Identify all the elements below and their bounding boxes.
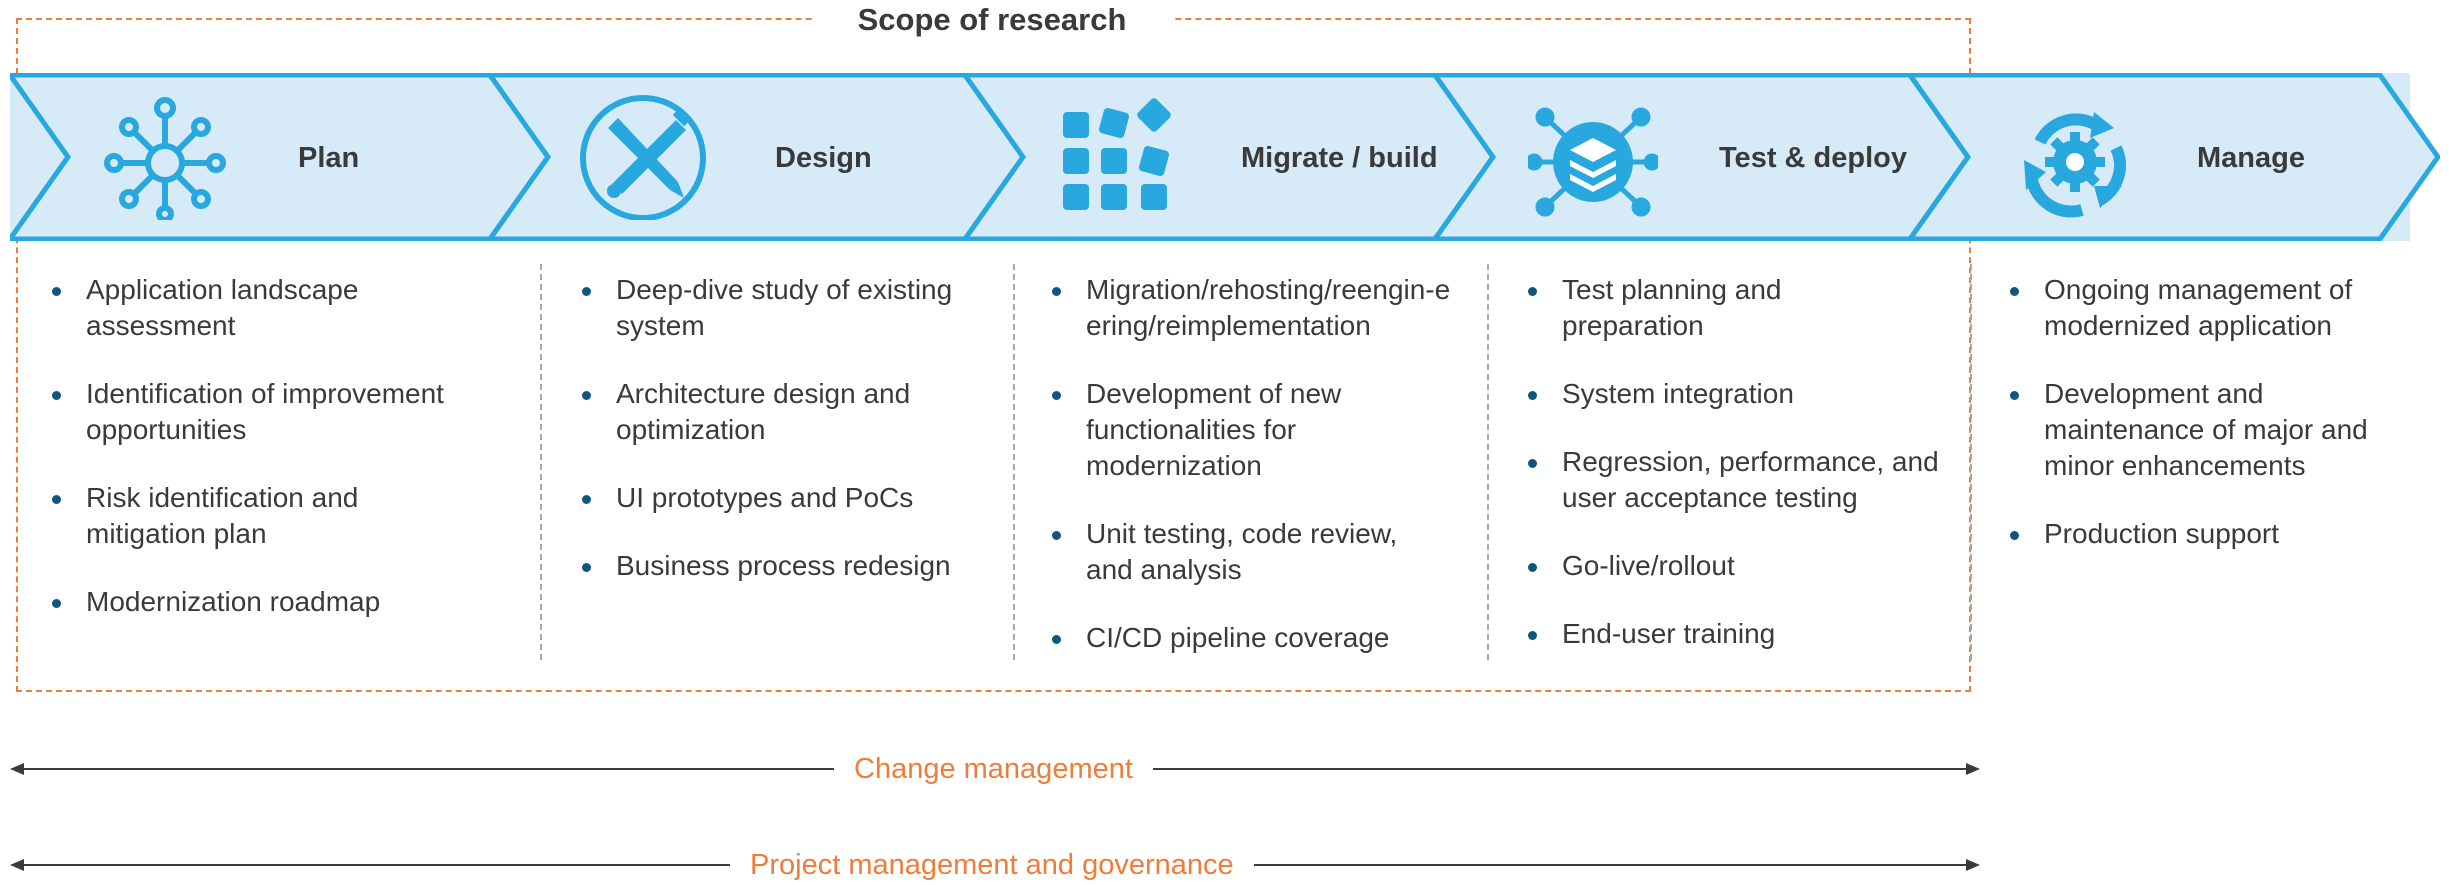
list-item: Go-live/rollout [1528,548,1948,584]
bullet-dot [1052,635,1061,644]
bullet-dot [582,495,591,504]
bullet-dot [2010,531,2019,540]
list-item: Development and maintenance of major and… [2010,376,2414,484]
bullet-dot [1528,287,1537,296]
bullet-dot [52,287,61,296]
list-item: Regression, performance, and user accept… [1528,444,1948,516]
test-deploy-activity-list: Test planning and preparation System int… [1528,272,1948,684]
bullet-dot [1052,531,1061,540]
list-item: Application landscape assessment [52,272,502,344]
gear-cycle-icon [2024,112,2126,218]
bullet-dot [582,391,591,400]
list-item: CI/CD pipeline coverage [1052,620,1462,656]
bullet-dot [1052,391,1061,400]
phase-chevron-band [10,73,2440,241]
list-item: Production support [2010,516,2410,552]
list-item: Deep-dive study of existing system [582,272,992,344]
list-item: Development of new functionalities for m… [1052,376,1386,484]
project-management-label: Project management and governance [730,845,1254,885]
bullet-dot [1528,459,1537,468]
list-item: System integration [1528,376,1948,412]
phase-label-test-deploy: Test & deploy [1719,142,1907,174]
bullet-dot [1528,563,1537,572]
phase-label-migrate-build: Migrate / build [1241,142,1438,174]
change-management-label: Change management [834,749,1153,789]
list-item: Risk identification and mitigation plan [52,480,366,552]
bullet-dot [1052,287,1061,296]
app-blocks-icon [1063,98,1171,210]
bullet-dot [1528,391,1537,400]
network-hub-icon [104,97,226,220]
list-item: Architecture design and optimization [582,376,992,448]
migrate-build-activity-list: Migration/rehosting/reengin-eering/reimp… [1052,272,1462,688]
list-item: Migration/rehosting/reengin-eering/reimp… [1052,272,1462,344]
phase-label-plan: Plan [298,142,360,174]
design-activity-list: Deep-dive study of existing system Archi… [582,272,992,616]
scope-title: Scope of research [812,0,1172,40]
pencil-brush-icon [580,95,706,220]
layers-network-icon [1528,107,1658,217]
list-item: Modernization roadmap [52,584,502,620]
column-divider [540,264,542,660]
phase-label-manage: Manage [2197,142,2305,174]
chevron-plan [10,73,552,241]
chevron-manage [1905,73,2440,241]
bullet-dot [2010,391,2019,400]
bullet-dot [52,599,61,608]
bullet-dot [582,563,591,572]
list-item: Unit testing, code review, and analysis [1052,516,1446,588]
manage-activity-list: Ongoing management of modernized applica… [2010,272,2410,584]
column-divider [1970,264,1972,660]
bullet-dot [2010,287,2019,296]
column-divider [1013,264,1015,660]
phase-label-design: Design [775,142,872,174]
list-item: Business process redesign [582,548,992,584]
list-item: Ongoing management of modernized applica… [2010,272,2404,344]
chevron-design [485,73,1027,241]
bullet-dot [52,391,61,400]
plan-activity-list: Application landscape assessment Identif… [52,272,502,652]
list-item: End-user training [1528,616,1948,652]
list-item: Identification of improvement opportunit… [52,376,502,448]
bullet-dot [582,287,591,296]
bullet-dot [1528,631,1537,640]
bullet-dot [52,495,61,504]
list-item: UI prototypes and PoCs [582,480,992,516]
column-divider [1487,264,1489,660]
list-item: Test planning and preparation [1528,272,1842,344]
